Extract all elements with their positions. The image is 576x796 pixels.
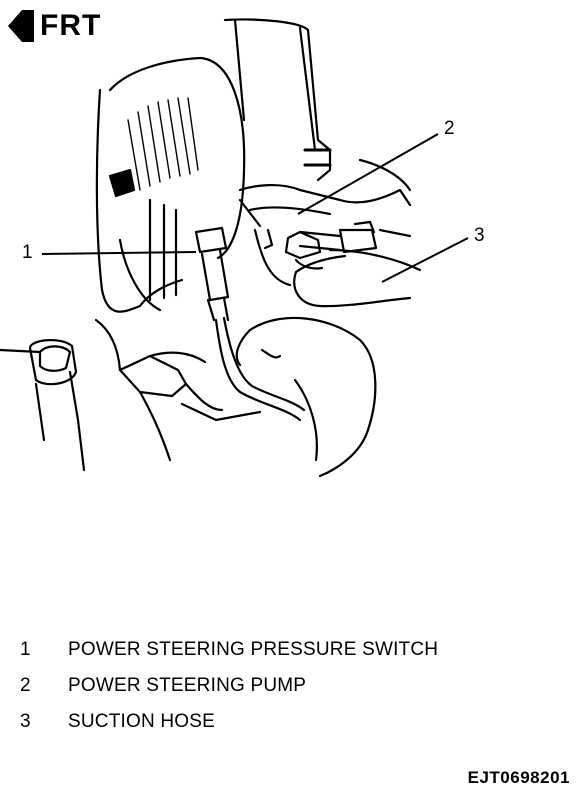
legend: 1 POWER STEERING PRESSURE SWITCH 2 POWER…	[20, 632, 438, 740]
figure-id: EJT0698201	[467, 768, 570, 787]
arrow-left-icon	[8, 10, 34, 42]
pump-illustration	[0, 18, 469, 478]
hose-clamp	[284, 230, 322, 260]
callout-1-number: 1	[22, 242, 33, 263]
legend-text: SUCTION HOSE	[68, 711, 216, 732]
pulley-face	[108, 56, 246, 260]
legend-text: POWER STEERING PUMP	[68, 675, 307, 696]
pump-body	[238, 184, 412, 207]
callout-2-number: 2	[444, 118, 455, 139]
legend-number: 1	[20, 639, 31, 660]
pressure-switch	[194, 226, 228, 254]
legend-item: 3 SUCTION HOSE	[20, 704, 438, 740]
legend-text: POWER STEERING PRESSURE SWITCH	[68, 639, 439, 660]
pulley-outline	[95, 88, 142, 313]
callout-1-leader	[41, 251, 197, 255]
callout-3-leader	[381, 237, 469, 283]
front-label: FRT	[40, 9, 102, 42]
callout-2-leader	[297, 133, 439, 215]
front-direction-indicator: FRT	[8, 6, 101, 46]
legend-number: 3	[20, 711, 31, 732]
legend-item: 1 POWER STEERING PRESSURE SWITCH	[20, 632, 438, 668]
suction-hose	[293, 270, 412, 308]
callout-3-number: 3	[474, 225, 485, 246]
legend-item: 2 POWER STEERING PUMP	[20, 668, 438, 704]
legend-number: 2	[20, 675, 31, 696]
